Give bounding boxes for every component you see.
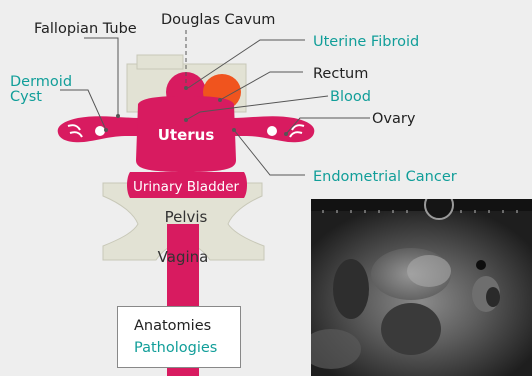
dermoid-cyst-label-line1: Dermoid [10,74,72,90]
dermoid-cyst-label-line2: Cyst [10,89,42,105]
vagina-label: Vagina [158,248,209,266]
pelvis-label: Pelvis [165,208,208,226]
uterus-label: Uterus [158,126,215,144]
ultrasound-scan [311,199,532,376]
blood-label: Blood [330,89,371,105]
legend-box: Anatomies Pathologies [117,306,241,368]
endometrial-cancer-label: Endometrial Cancer [313,169,457,185]
ovary-label: Ovary [372,111,416,127]
pelvis-sacrum-top [137,55,183,69]
ultrasound-image [311,199,532,376]
legend-anatomies: Anatomies [134,315,240,337]
uterine-fibroid-label: Uterine Fibroid [313,34,419,50]
fallopian-tube-label: Fallopian Tube [34,21,137,37]
urinary-bladder-label: Urinary Bladder [133,179,240,195]
legend-pathologies: Pathologies [134,337,240,359]
douglas-cavum-label: Douglas Cavum [161,12,275,28]
rectum-label: Rectum [313,66,368,82]
